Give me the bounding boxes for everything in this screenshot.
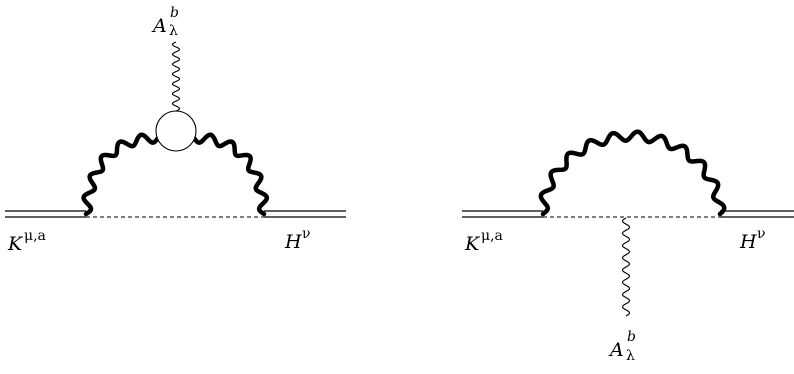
left-external-wavy-boson [171, 41, 181, 112]
left-thick-wavy-propagator-right [191, 132, 270, 217]
right-thick-wavy-propagator [538, 129, 727, 217]
left-label-H-sup: ν [302, 226, 311, 242]
left-label-K-sup: μ,a [24, 228, 46, 244]
left-vertex-blob [155, 110, 197, 152]
left-label-K: K [7, 233, 24, 255]
left-thick-wavy-propagator-left [81, 132, 161, 217]
right-label-A-sup: b [627, 329, 636, 345]
left-label-H: H [284, 231, 302, 253]
right-external-wavy-boson [621, 217, 631, 317]
left-external-double-line-left [5, 210, 86, 218]
right-label-H-sup: ν [757, 226, 766, 242]
left-label-A: A [151, 15, 167, 37]
right-external-double-line-right [720, 210, 794, 218]
right-external-double-line-left [462, 210, 543, 218]
right-label-H: H [739, 231, 757, 253]
diagram-left: K μ,a H ν A b λ [5, 5, 346, 255]
right-label-A-sub: λ [626, 348, 635, 364]
left-label-A-sup: b [170, 5, 179, 21]
left-label-A-sub: λ [169, 23, 178, 39]
right-label-K-sup: μ,a [481, 228, 503, 244]
right-label-A: A [608, 339, 624, 361]
left-external-double-line-right [264, 210, 346, 218]
right-label-K: K [464, 233, 481, 255]
diagram-right: K μ,a H ν A b λ [462, 129, 794, 364]
